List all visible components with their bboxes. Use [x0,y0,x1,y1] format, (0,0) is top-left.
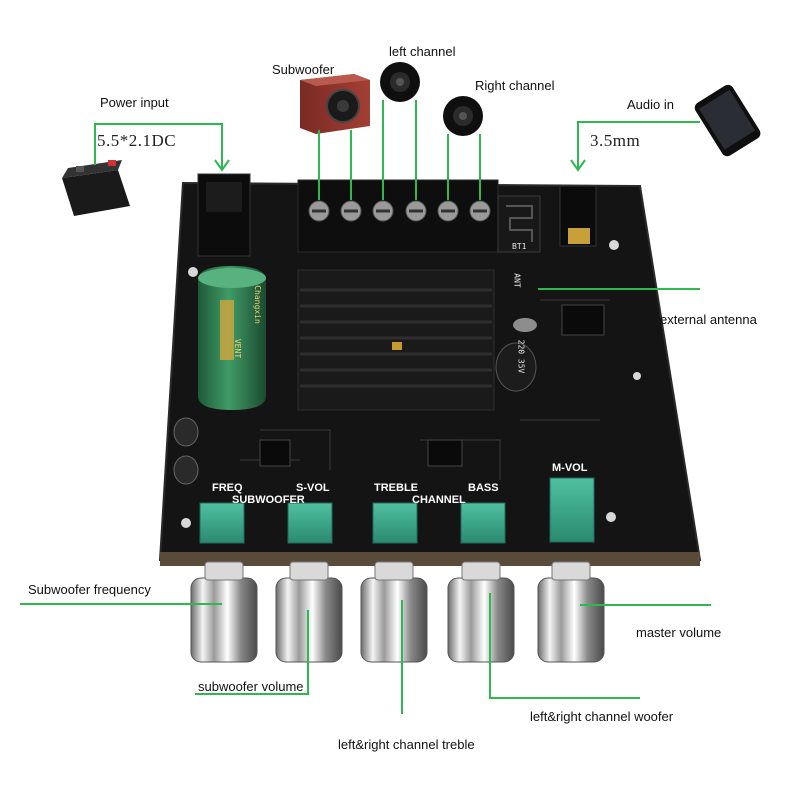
label-external-antenna: external antenna [660,312,757,327]
group-label-channel: CHANNEL [412,494,466,506]
label-master-volume: master volume [636,625,722,640]
phone-icon [694,84,761,157]
subwoofer-speaker-icon [300,74,370,134]
battery-icon [62,160,130,216]
heatsink [297,269,495,411]
knob-label-freq: FREQ [212,482,243,494]
label-dc-spec: 5.5*2.1DC [97,131,177,150]
ic-chips [259,304,605,467]
knob-label-bass: BASS [468,482,499,494]
label-jack-spec: 3.5mm [590,131,641,150]
small-cap-text: 220 35V [516,339,526,374]
leader-lines [20,100,711,714]
capacitor-text: VENT [233,338,243,359]
dc-jack [197,173,251,257]
label-subwoofer: Subwoofer [272,62,335,77]
capacitor-brand: Changxin [252,285,262,324]
label-power-input: Power input [100,95,169,110]
label-subwoofer-volume: subwoofer volume [198,679,304,694]
crystal [513,318,537,332]
potentiometers [199,477,595,544]
label-left-channel: left channel [389,44,456,59]
terminal-block [297,179,499,253]
label-lr-woofer: left&right channel woofer [530,709,674,724]
audio-jack [559,185,597,247]
knobs [190,561,605,663]
bt-silk: BT1 [512,242,527,251]
label-lr-treble: left&right channel treble [338,737,475,752]
label-right-channel: Right channel [475,78,555,93]
speaker-icon [443,96,483,136]
antenna-silk: ANT [512,273,522,288]
knob-label-mvol: M-VOL [552,462,588,474]
group-label-subwoofer: SUBWOOFER [232,494,305,506]
label-audio-in: Audio in [627,97,674,112]
label-subwoofer-frequency: Subwoofer frequency [28,582,151,597]
knob-label-svol: S-VOL [296,482,330,494]
main-capacitor [198,266,266,410]
knob-label-treble: TREBLE [374,482,418,494]
speaker-icon [380,62,420,102]
small-capacitors [173,342,537,485]
